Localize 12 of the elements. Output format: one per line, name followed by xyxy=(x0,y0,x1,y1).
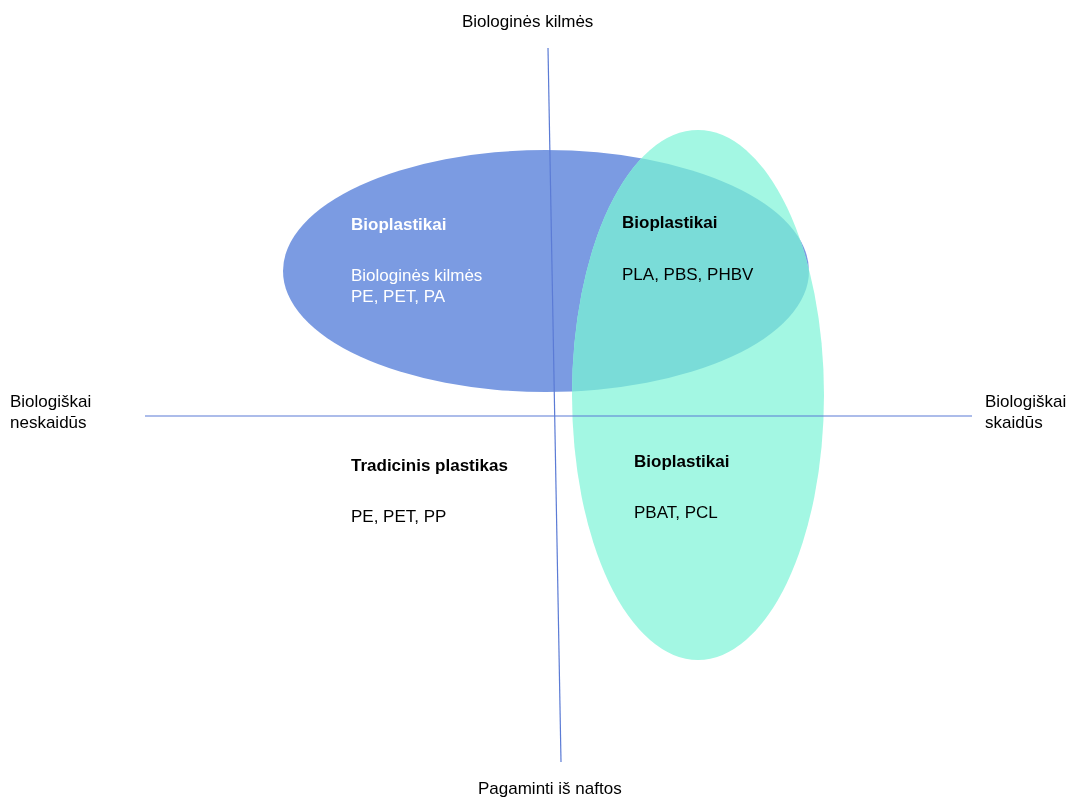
axis-label: Biologinės kilmės xyxy=(462,11,594,32)
group-text: PBAT, PCL xyxy=(634,502,718,523)
group-heading: Tradicinis plastikas xyxy=(351,455,508,476)
group-text: Biologinės kilmės PE, PET, PA xyxy=(351,265,484,307)
group-text: PE, PET, PP xyxy=(351,506,447,527)
group-text: PLA, PBS, PHBV xyxy=(622,264,754,285)
group-heading: Bioplastikai xyxy=(622,212,718,233)
axis-label: Pagaminti iš naftos xyxy=(478,778,622,798)
group-heading: Bioplastikai xyxy=(351,214,447,235)
group-heading: Bioplastikai xyxy=(634,451,730,472)
axis-label: Biologiškai neskaidūs xyxy=(10,391,93,433)
axis-label: Biologiškai skaidūs xyxy=(985,391,1068,433)
